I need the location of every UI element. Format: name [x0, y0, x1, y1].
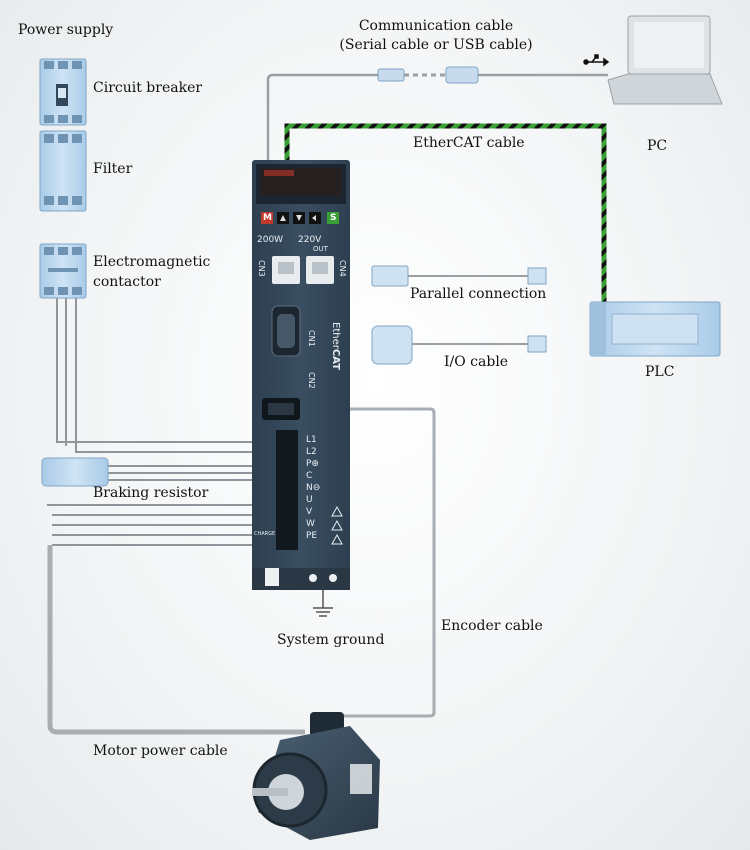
label-plc: PLC — [645, 364, 675, 380]
label-motor-power-cable: Motor power cable — [93, 743, 228, 759]
drive-terminal-labels: L1 L2 P⊕ C N⊖ U V W PE — [306, 434, 326, 542]
serial-plug — [445, 66, 479, 84]
label-contactor-line2: contactor — [93, 274, 161, 290]
label-comm-cable-line2: (Serial cable or USB cable) — [339, 37, 533, 53]
motor-power-cable — [47, 545, 305, 735]
parallel-connector — [371, 265, 547, 287]
braking-resistor — [41, 457, 109, 487]
pc-laptop-icon — [607, 15, 723, 105]
usb-plug — [377, 68, 405, 82]
drive-port-cn3: CN3 — [257, 260, 266, 277]
label-system-ground: System ground — [277, 632, 385, 648]
terminal-p: P⊕ — [306, 459, 319, 469]
drive-port-cn2: CN2 — [307, 372, 316, 389]
warning-icon — [331, 505, 343, 545]
label-parallel-connection: Parallel connection — [410, 286, 547, 302]
drive-rating: 200W — [257, 235, 284, 245]
label-filter: Filter — [93, 161, 133, 177]
label-pc: PC — [647, 138, 668, 154]
circuit-breaker — [39, 58, 87, 126]
terminal-u: U — [306, 495, 313, 505]
terminal-w: W — [306, 519, 315, 529]
terminal-l1: L1 — [306, 435, 317, 445]
plc-unit — [589, 301, 721, 357]
terminal-v: V — [306, 507, 313, 517]
label-braking-resistor: Braking resistor — [93, 485, 209, 501]
label-power-supply: Power supply — [18, 22, 114, 38]
terminal-l2: L2 — [306, 447, 317, 457]
label-contactor-line1: Electromagnetic — [93, 254, 211, 270]
drive-charge-label: CHARGE — [254, 531, 276, 537]
drive-port-cn4: CN4 — [338, 260, 347, 277]
drive-ethercat-logo: EtherCAT — [330, 322, 341, 370]
label-comm-cable-line1: Communication cable — [358, 18, 514, 34]
io-connector — [371, 325, 547, 365]
terminal-pe: PE — [306, 531, 318, 541]
drive-port-cn1: CN1 — [307, 330, 316, 347]
label-circuit-breaker: Circuit breaker — [93, 80, 203, 96]
label-io-cable: I/O cable — [444, 354, 509, 370]
drive-voltage: 220V — [298, 235, 322, 245]
label-ethercat-cable: EtherCAT cable — [413, 135, 525, 151]
electromagnetic-contactor — [39, 243, 87, 299]
filter — [39, 130, 87, 212]
drive-button-s[interactable]: S — [330, 213, 337, 223]
communication-cable — [266, 73, 378, 165]
power-cable — [56, 298, 292, 453]
terminal-c: C — [306, 471, 313, 481]
label-encoder-cable: Encoder cable — [441, 618, 543, 634]
usb-icon — [583, 54, 610, 67]
drive-button-m[interactable]: M — [263, 213, 272, 223]
terminal-n: N⊖ — [306, 483, 321, 493]
servo-drive — [252, 160, 350, 590]
drive-port-out: OUT — [313, 245, 328, 253]
ground-icon — [313, 590, 333, 617]
servo-motor — [252, 712, 380, 840]
encoder-cable — [300, 407, 436, 718]
